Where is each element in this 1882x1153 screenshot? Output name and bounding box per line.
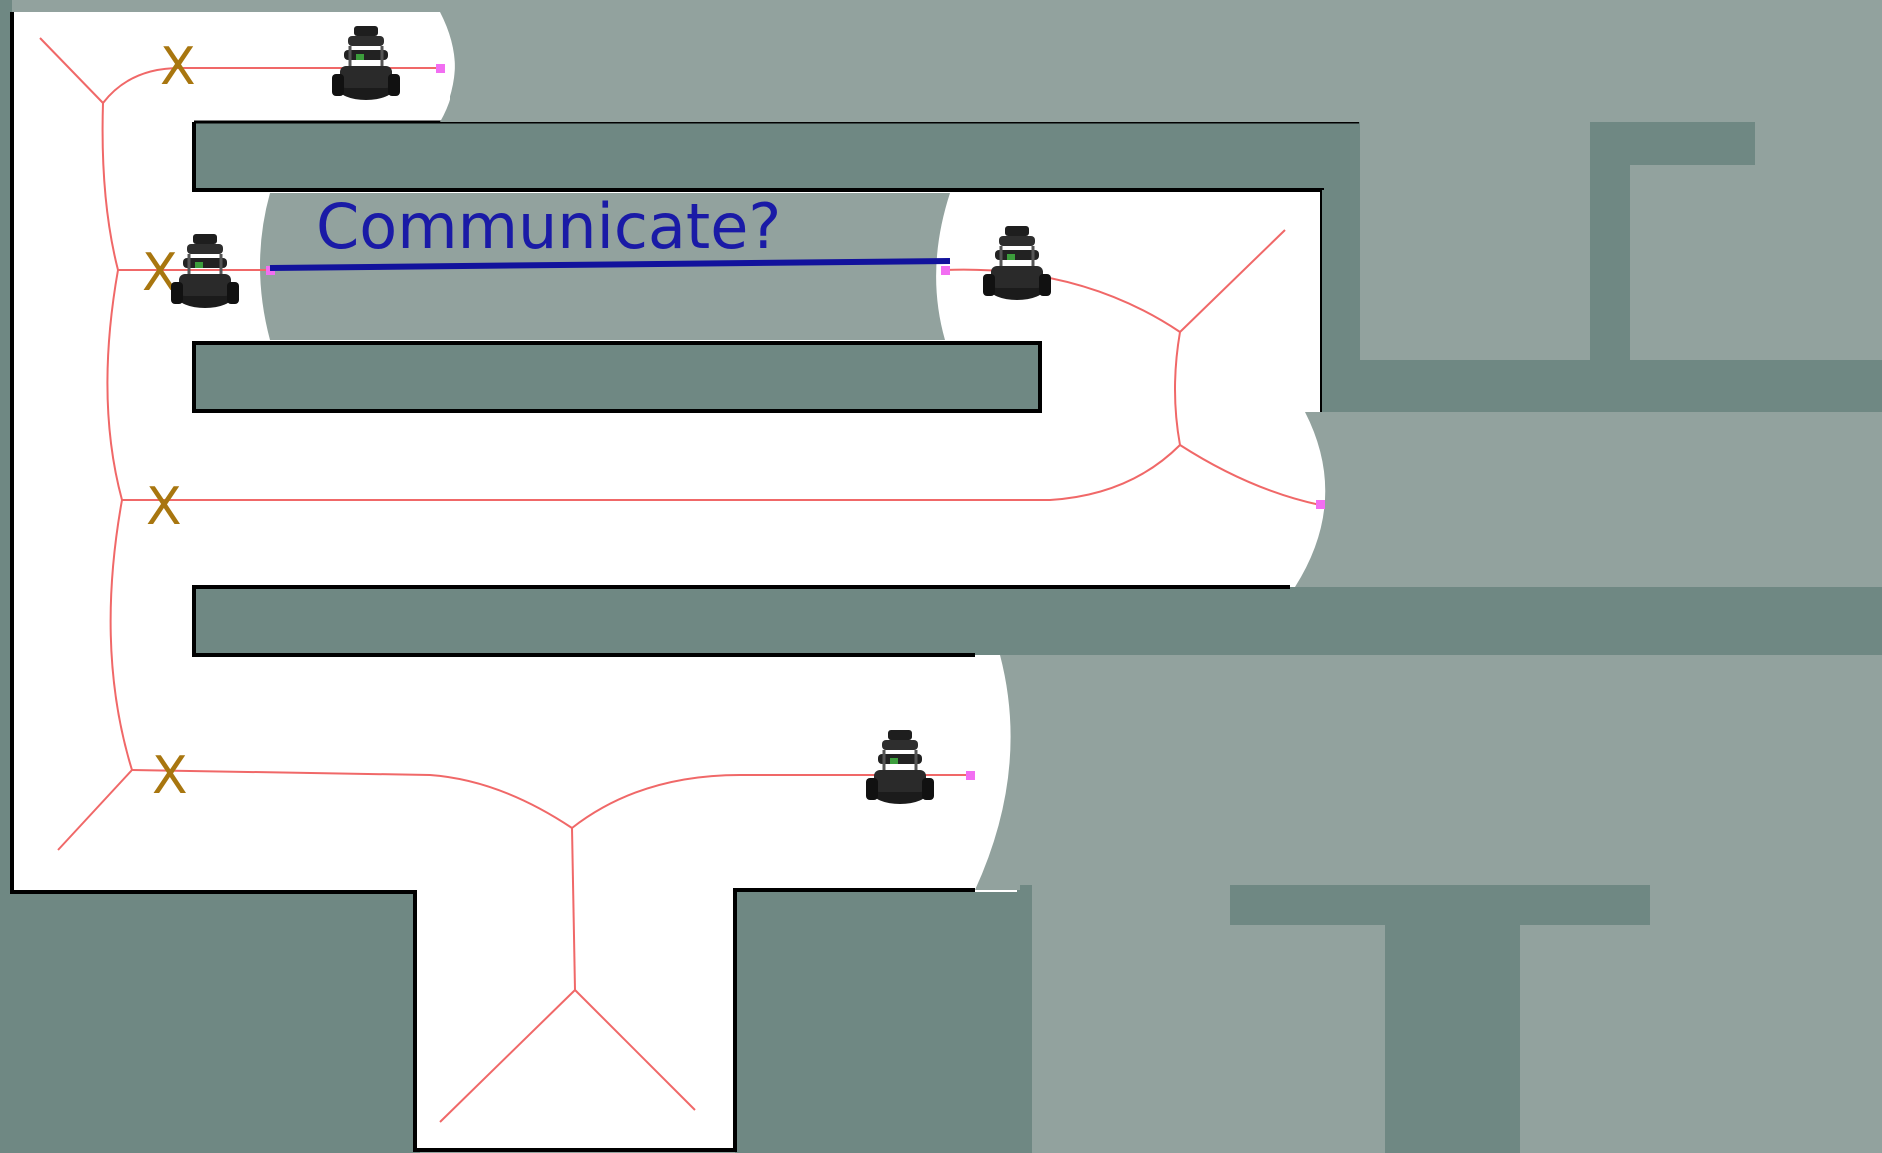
wall-block <box>1360 360 1882 412</box>
x-marker-icon: X <box>160 37 196 97</box>
frontier-point <box>436 64 445 73</box>
unknown-region <box>1295 412 1882 587</box>
frontier-point <box>1316 500 1325 509</box>
unknown-region <box>440 12 1882 122</box>
frontier-point <box>966 771 975 780</box>
wall-block <box>0 0 12 1153</box>
communicate-caption: Communicate? <box>316 190 781 263</box>
wall-block <box>1385 925 1520 1153</box>
frontier-point <box>941 266 950 275</box>
wall-block <box>735 885 1020 1153</box>
wall-block <box>1590 120 1755 165</box>
x-marker-icon: X <box>152 746 188 806</box>
wall-block <box>0 890 420 1153</box>
corridor-walls <box>10 12 1882 1152</box>
wall-block <box>1230 885 1650 925</box>
communication-link <box>269 258 951 271</box>
voronoi-graph <box>39 37 1321 1123</box>
wall-block <box>1020 885 1032 1153</box>
x-marker-icon: X <box>146 477 182 537</box>
